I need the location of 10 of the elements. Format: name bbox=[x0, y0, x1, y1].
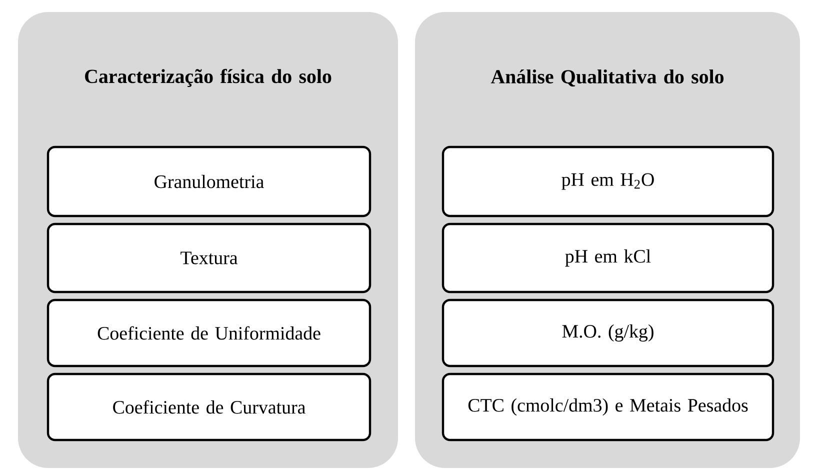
panel-heading: Caracterização física do solo bbox=[85, 68, 332, 88]
panel-heading: Análise Qualitativa do solo bbox=[490, 69, 724, 87]
item-box: Textura bbox=[46, 222, 372, 294]
item-box: M.O. (g/kg) bbox=[442, 298, 774, 368]
item-box: CTC (cmolc/dm3) e Metais Pesados bbox=[442, 372, 774, 442]
item-box: pH em kCl bbox=[442, 222, 774, 294]
item-box: Coeficiente de Curvatura bbox=[46, 372, 372, 442]
item-box: Coeficiente de Uniformidade bbox=[46, 298, 372, 368]
item-box: pH em H$_{2}$O bbox=[442, 146, 774, 218]
item-box: Granulometria bbox=[46, 146, 372, 218]
